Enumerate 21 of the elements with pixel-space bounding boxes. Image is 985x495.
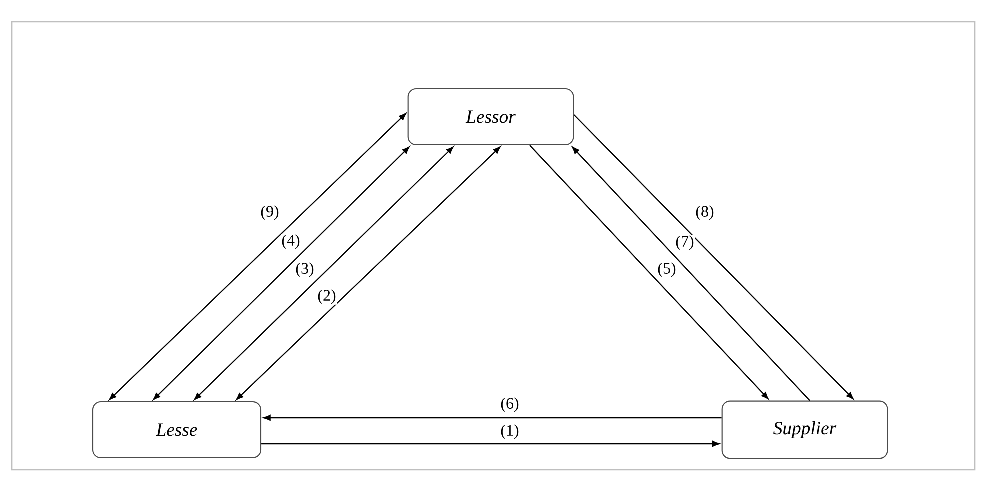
edge-label: (1) [500,424,520,440]
entity-box: Supplier [722,400,888,460]
edge-label: (5) [657,262,677,278]
edge-label: (6) [500,397,520,413]
edge-label: (9) [260,205,280,221]
arrow [262,441,720,447]
edge-label: (3) [295,262,315,278]
arrow [572,146,810,402]
entity-box: Lesse [92,401,262,459]
edge-label: (2) [317,289,337,305]
edge-label: (4) [281,234,301,250]
arrow [194,146,454,400]
arrow [109,113,407,400]
edge-label: (7) [675,235,695,251]
arrow [574,114,854,400]
arrow [530,145,769,400]
entity-box: Lessor [408,88,574,146]
edge-label: (8) [695,205,715,221]
arrow [236,146,501,400]
arrow [153,146,410,400]
arrow [264,415,722,421]
